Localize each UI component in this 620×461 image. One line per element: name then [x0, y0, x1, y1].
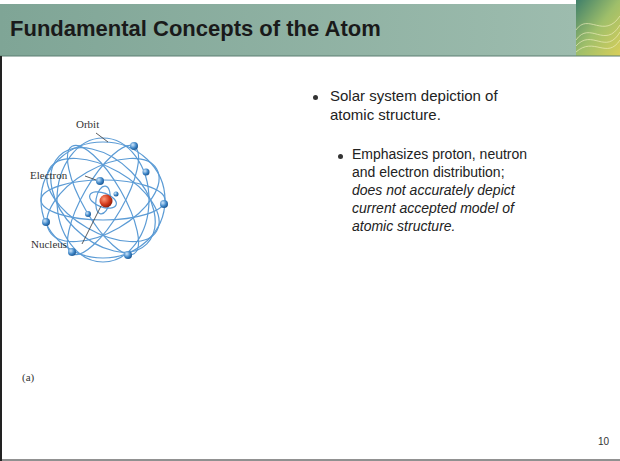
bullet-text: Emphasizes proton, neutron and electron … [352, 146, 527, 180]
part-label: Nucleus [31, 238, 67, 250]
part-label: Orbit [76, 118, 99, 130]
slide-title: Fundamental Concepts of the Atom [10, 16, 381, 42]
corner-waves [576, 16, 620, 52]
sub-bullet: Emphasizes proton, neutron and electron … [352, 145, 537, 235]
orbits [31, 128, 175, 272]
corner-decoration [576, 0, 620, 56]
leader-lines [82, 133, 108, 244]
bullet-dot [338, 154, 343, 159]
emphasis-text: does not accurately depict current accep… [352, 182, 515, 234]
frame-left [0, 56, 2, 461]
part-label: Electron [30, 169, 67, 181]
band-rule [0, 56, 620, 57]
frame-bottom [0, 460, 620, 461]
bullet-text: Solar system depiction of atomic structu… [330, 86, 535, 124]
page-number: 10 [598, 436, 609, 447]
nucleus [100, 195, 113, 208]
title-band [0, 4, 576, 56]
bullet-dot [313, 95, 318, 100]
figure-label: (a) [22, 371, 34, 383]
